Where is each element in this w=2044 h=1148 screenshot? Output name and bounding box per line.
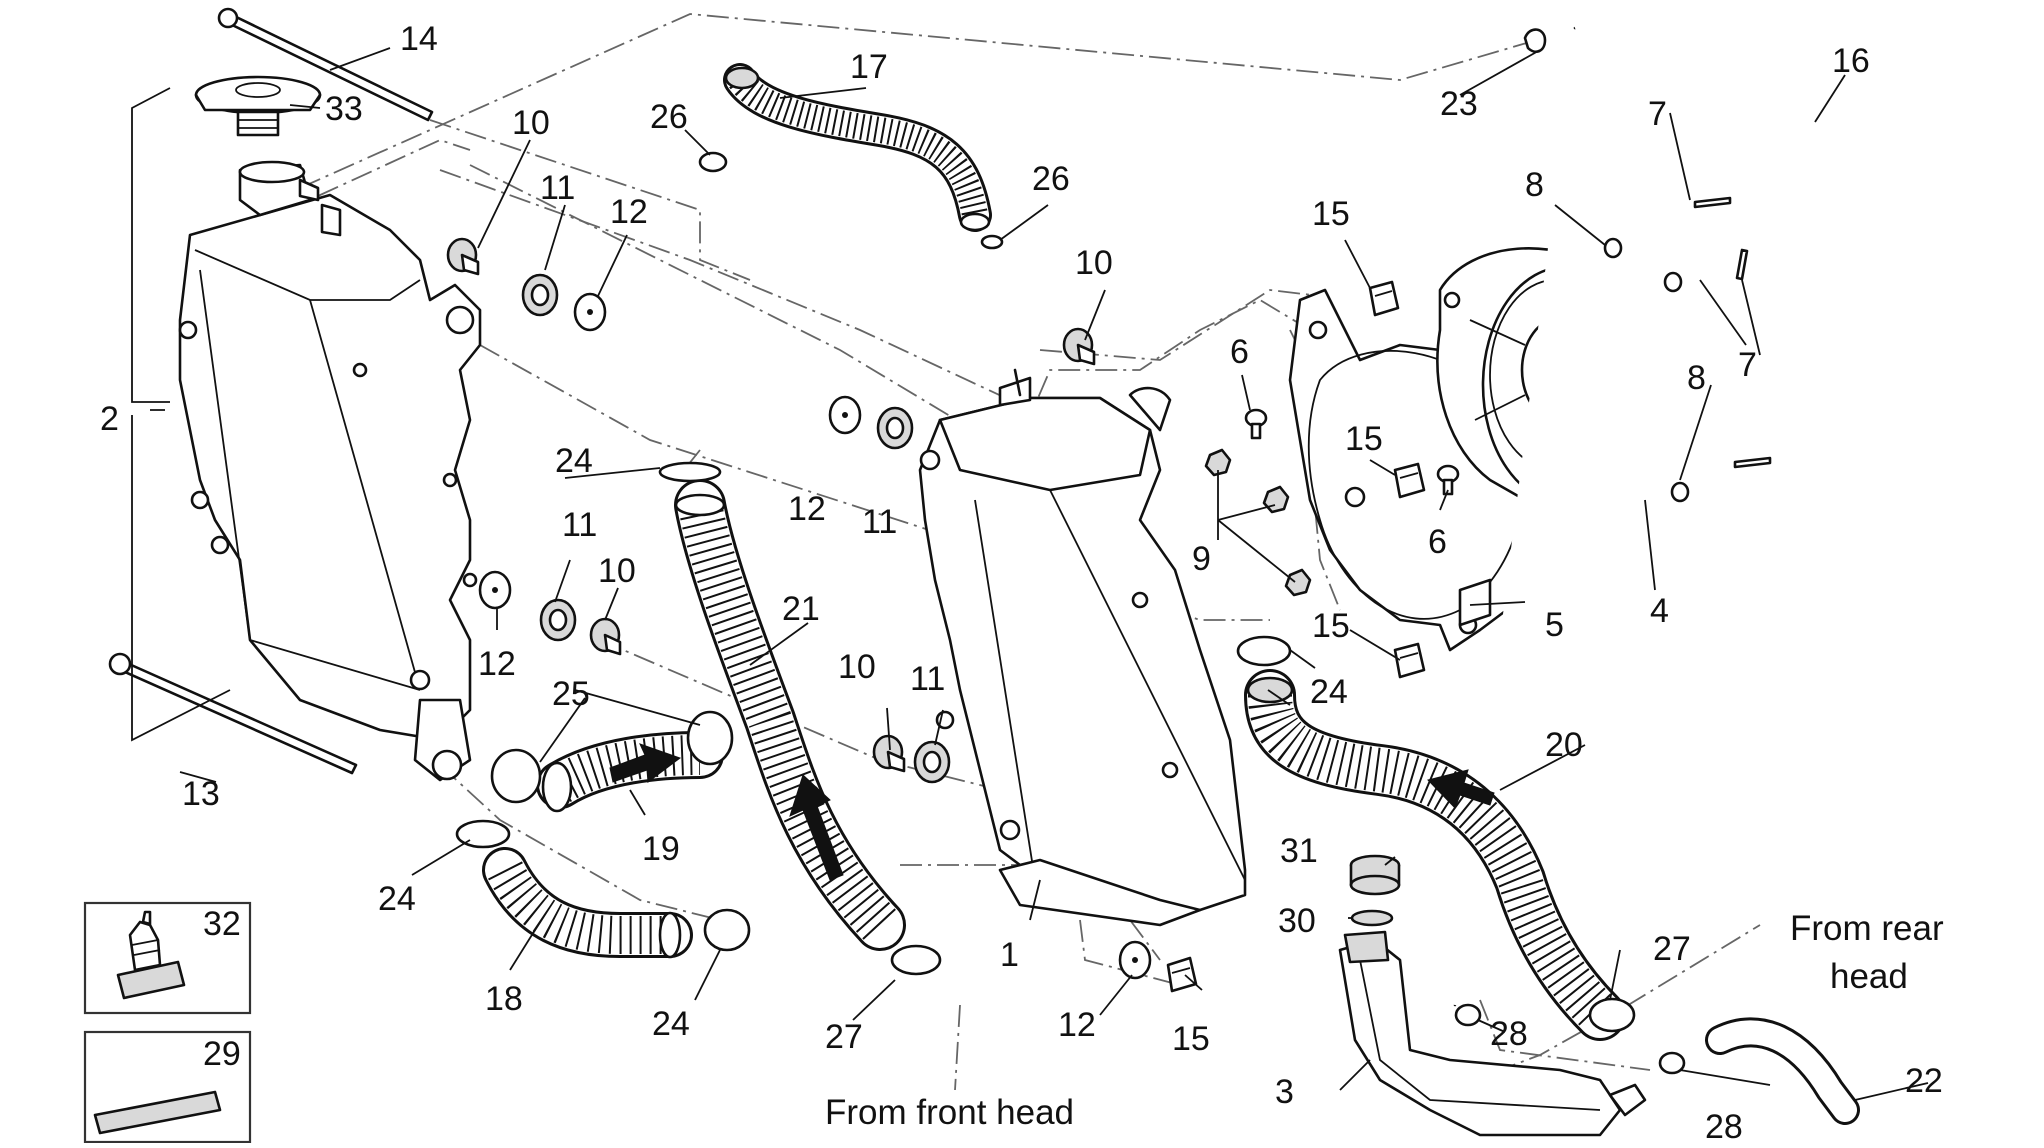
rear-small-hose [1705, 1017, 1860, 1125]
note-from-front-head: From front head [825, 1093, 1074, 1132]
label-part-15b: 15 [1345, 420, 1383, 458]
label-part-8b: 8 [1687, 359, 1706, 397]
label-part-8a: 8 [1525, 166, 1544, 204]
screws [1244, 196, 1772, 496]
label-part-11a: 11 [540, 169, 575, 207]
label-part-2: 2 [100, 400, 119, 438]
label-part-23: 23 [1440, 85, 1478, 123]
label-part-30: 30 [1278, 902, 1316, 940]
label-part-5: 5 [1545, 606, 1564, 644]
label-part-15a: 15 [1312, 195, 1350, 233]
label-part-10b: 10 [1075, 244, 1113, 282]
label-part-4: 4 [1650, 592, 1669, 630]
washers [478, 292, 1152, 980]
label-part-21: 21 [782, 590, 820, 628]
label-part-14: 14 [400, 20, 438, 58]
label-part-28a: 28 [1490, 1015, 1528, 1053]
label-part-32: 32 [203, 905, 241, 943]
label-part-11d: 11 [910, 660, 945, 698]
vertical-hose [674, 479, 906, 951]
label-part-3: 3 [1275, 1073, 1294, 1111]
label-part-24a: 24 [555, 442, 593, 480]
leader-lines [131, 47, 1929, 1101]
label-part-25: 25 [552, 675, 590, 713]
label-part-10d: 10 [838, 648, 876, 686]
label-part-24d: 24 [652, 1005, 690, 1043]
label-part-9: 9 [1192, 540, 1211, 578]
label-part-7b: 7 [1738, 346, 1757, 384]
label-part-11b: 11 [862, 503, 897, 541]
label-part-10a: 10 [512, 104, 550, 142]
fan-washers [1603, 237, 1690, 503]
tank-cap [1349, 854, 1401, 896]
label-part-15c: 15 [1312, 607, 1350, 645]
tank-cap-seal [1350, 909, 1394, 927]
label-part-26a: 26 [650, 98, 688, 136]
part-number-labels: 1 2 3 4 5 6 6 7 7 8 8 9 10 10 10 10 11 1… [100, 20, 1943, 1146]
label-part-16: 16 [1832, 42, 1870, 80]
label-part-22: 22 [1905, 1062, 1943, 1100]
hose-clamps [455, 28, 1686, 1075]
label-part-12c: 12 [478, 645, 516, 683]
label-part-24b: 24 [1310, 673, 1348, 711]
right-radiator [918, 368, 1247, 927]
label-part-6a: 6 [1230, 333, 1249, 371]
label-part-1: 1 [1000, 936, 1019, 974]
label-part-10c: 10 [598, 552, 636, 590]
label-part-33: 33 [325, 90, 363, 128]
label-part-6b: 6 [1428, 523, 1447, 561]
label-part-28b: 28 [1705, 1108, 1743, 1143]
radiator-cap [194, 75, 322, 137]
grommets [521, 273, 951, 784]
label-part-29: 29 [203, 1035, 241, 1073]
label-part-20: 20 [1545, 726, 1583, 764]
label-part-15d: 15 [1172, 1020, 1210, 1058]
label-part-26b: 26 [1032, 160, 1070, 198]
flow-notes: From front head From rear head [825, 909, 1944, 1132]
label-part-18: 18 [485, 980, 523, 1018]
spacers [446, 237, 1096, 773]
label-part-27a: 27 [825, 1018, 863, 1056]
expansion-tank [1338, 930, 1647, 1137]
note-from-rear-head-line2: head [1830, 957, 1908, 996]
short-hose-lower [482, 847, 693, 959]
speed-clips [1166, 280, 1426, 993]
label-part-31: 31 [1280, 832, 1318, 870]
inset-part-29 [83, 1030, 252, 1144]
label-part-19: 19 [642, 830, 680, 868]
label-part-13: 13 [182, 775, 220, 813]
label-part-12b: 12 [788, 490, 826, 528]
label-part-12d: 12 [1058, 1006, 1096, 1044]
label-part-7a: 7 [1648, 95, 1667, 133]
inset-part-32 [83, 901, 252, 1015]
label-part-12a: 12 [610, 193, 648, 231]
short-hose-upper [536, 731, 724, 813]
overflow-hose [1447, 12, 1969, 1007]
label-part-24c: 24 [378, 880, 416, 918]
upper-hose [723, 63, 992, 232]
label-part-17: 17 [850, 48, 888, 86]
long-bolt-lower [108, 652, 358, 775]
long-bolt-upper [217, 7, 434, 122]
left-radiator [178, 160, 482, 782]
label-part-27b: 27 [1653, 930, 1691, 968]
label-part-11c: 11 [562, 506, 597, 544]
rear-hose [1244, 669, 1626, 1041]
note-from-rear-head-line1: From rear [1790, 909, 1944, 948]
